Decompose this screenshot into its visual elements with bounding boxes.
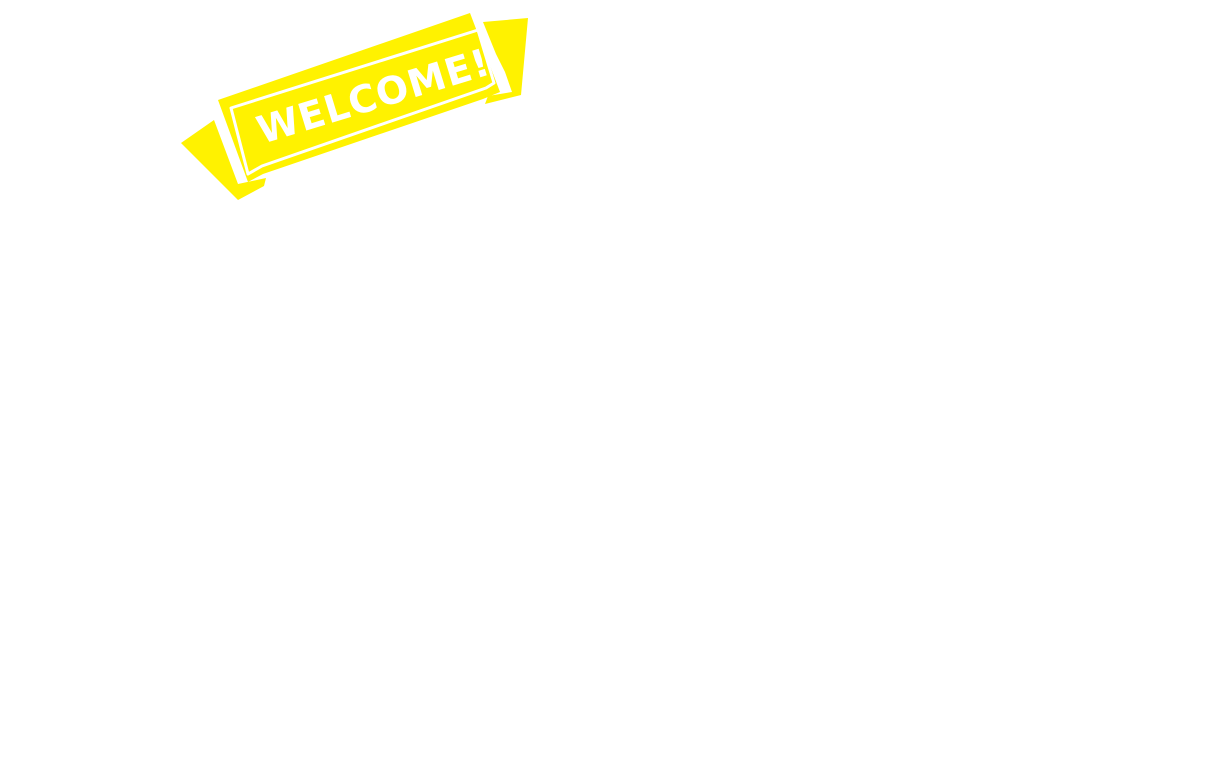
banner-outline: [229, 28, 496, 176]
banner-main: [218, 13, 500, 182]
banner-left-tail: [181, 120, 266, 200]
banner-right-tail: [483, 18, 528, 104]
banner-text: WELCOME!: [252, 40, 496, 153]
